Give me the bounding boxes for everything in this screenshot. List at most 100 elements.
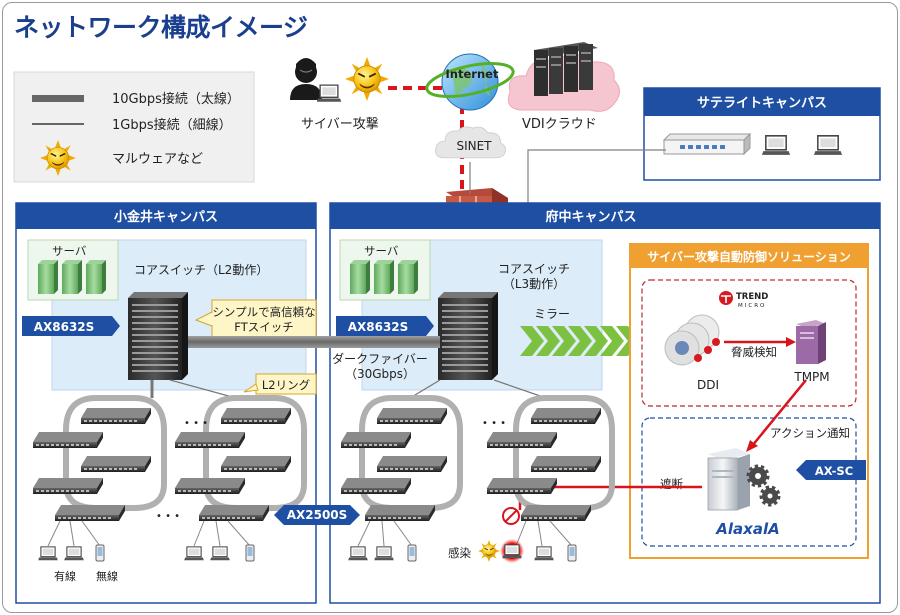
infected-label: 感染 xyxy=(448,546,471,560)
edge-switch-icon xyxy=(365,505,435,521)
internet-globe: Internet xyxy=(425,53,515,111)
satellite-laptop-icon xyxy=(762,135,790,156)
koganei-server-label: サーバ xyxy=(52,244,87,258)
fuchu-model-tag xyxy=(336,316,434,336)
ring-switch-icon xyxy=(531,456,601,472)
wired-label: 有線 xyxy=(54,569,76,583)
ddi-label: DDI xyxy=(697,378,719,392)
attacker: サイバー攻撃 xyxy=(290,57,389,132)
legend-malware-label: マルウェアなど xyxy=(112,152,203,167)
koganei-core-switch-icon xyxy=(128,292,188,380)
malware-icon xyxy=(345,57,389,101)
legend-thin-label: 1Gbps接続（細線） xyxy=(112,117,232,133)
simple-ft-callout: シンプルで高信頼な FTスイッチ xyxy=(194,299,317,339)
ring-switch-icon xyxy=(341,432,411,448)
fuchu-title: 府中キャンパス xyxy=(545,209,636,225)
dark-fiber-link: ダークファイバー （30Gbps） xyxy=(188,336,440,381)
legend-thick-label: 10Gbps接続（太線） xyxy=(112,91,240,107)
edge-switch-icon xyxy=(199,505,269,521)
ring-switch-icon xyxy=(81,456,151,472)
auto-defense-solution: サイバー攻撃自動防御ソリューション TREND MICRO DDI TMPM 脅 xyxy=(629,243,869,559)
trend-logo-text: TREND xyxy=(736,292,768,302)
wired-pc-icon xyxy=(210,546,230,561)
wired-pc-icon xyxy=(64,546,84,561)
dark-fiber-label-line1: ダークファイバー xyxy=(332,351,428,366)
l2-ring-label: L2リング xyxy=(262,378,311,392)
ellipsis: • • • xyxy=(482,418,506,429)
micro-logo-text: MICRO xyxy=(738,303,766,309)
edge-model: AX2500S xyxy=(287,508,348,522)
wireless-device-icon xyxy=(407,544,417,562)
callout-simple-line2: FTスイッチ xyxy=(234,320,293,334)
server-icon xyxy=(398,260,418,294)
vdi-cloud: VDIクラウド xyxy=(507,42,620,132)
tmpm-label: TMPM xyxy=(793,370,829,384)
block-label: 遮断 xyxy=(660,477,683,491)
solution-header xyxy=(630,244,868,268)
legend: 10Gbps接続（太線） 1Gbps接続（細線） マルウェアなど xyxy=(13,71,255,183)
fuchu-header xyxy=(330,203,880,229)
fuchu-server-label: サーバ xyxy=(364,244,399,258)
wired-pc-icon xyxy=(348,546,368,561)
fuchu-core-label-line2: （L3動作） xyxy=(503,277,565,291)
attacker-label: サイバー攻撃 xyxy=(301,116,379,132)
satellite-title: サテライトキャンパス xyxy=(697,96,827,111)
ring-switch-icon xyxy=(81,408,151,424)
ring-switch-icon xyxy=(175,432,245,448)
infected-pc-icon xyxy=(502,544,522,559)
hacker-icon xyxy=(290,58,322,100)
fuchu-core-label-line1: コアスイッチ xyxy=(498,262,570,276)
fuchu-model: AX8632S xyxy=(348,320,409,334)
fuchu-core-switch-icon xyxy=(438,292,498,380)
wired-pc-icon xyxy=(38,546,58,561)
wireless-device-icon xyxy=(567,544,577,562)
wired-pc-icon xyxy=(184,546,204,561)
wireless-device-icon xyxy=(95,544,105,562)
mirror-label: ミラー xyxy=(534,307,570,321)
ring-switch-icon xyxy=(175,478,245,494)
wired-pc-icon xyxy=(374,546,394,561)
axsc-tag xyxy=(796,460,866,480)
edge-model-tag xyxy=(274,505,360,525)
ring-switch-icon xyxy=(487,432,557,448)
legend-thin-line xyxy=(32,123,84,125)
koganei-ring-left xyxy=(33,380,167,511)
page-title: ネットワーク構成イメージ xyxy=(14,13,308,42)
server-icon xyxy=(374,260,394,294)
wired-pc-icon xyxy=(534,546,554,561)
threat-detect-label: 脅威検知 xyxy=(731,345,777,359)
satellite-switch-icon xyxy=(662,132,752,156)
server-icon xyxy=(86,260,106,294)
internet-label: Internet xyxy=(446,67,499,81)
trend-micro-logo: TREND MICRO xyxy=(719,291,768,309)
koganei-core-label: コアスイッチ（L2動作） xyxy=(134,263,268,277)
koganei-title: 小金井キャンパス xyxy=(114,209,218,225)
solution-title: サイバー攻撃自動防御ソリューション xyxy=(647,249,851,264)
vdi-server-rack-icon xyxy=(534,42,598,96)
vdi-label: VDIクラウド xyxy=(522,117,597,132)
sinet-cloud: SINET xyxy=(435,126,507,159)
ellipsis: • • • xyxy=(184,418,208,429)
ring-switch-icon xyxy=(221,408,291,424)
edge-switch-icon xyxy=(521,505,591,521)
koganei-campus: 小金井キャンパス サーバ コアスイッチ（L2動作） AX8632S シンプルで高… xyxy=(15,202,317,604)
ring-switch-icon xyxy=(341,478,411,494)
server-icon xyxy=(38,260,58,294)
attacker-laptop-icon xyxy=(316,84,342,103)
satellite-laptop-icon xyxy=(814,135,842,156)
satellite-header xyxy=(644,88,880,116)
action-notify-label: アクション通知 xyxy=(770,426,850,440)
edge-switch-icon xyxy=(55,505,125,521)
koganei-model: AX8632S xyxy=(34,320,95,334)
l2-ring-callout: L2リング xyxy=(243,373,317,395)
ring-switch-icon xyxy=(33,478,103,494)
server-icon xyxy=(350,260,370,294)
ring-switch-icon xyxy=(487,478,557,494)
wireless-device-icon xyxy=(245,544,255,562)
axsc-label: AX-SC xyxy=(815,464,853,478)
koganei-model-tag xyxy=(22,316,120,336)
ring-switch-icon xyxy=(221,456,291,472)
koganei-header xyxy=(16,203,316,229)
tmpm-server-icon xyxy=(796,320,826,364)
ring-switch-icon xyxy=(531,408,601,424)
